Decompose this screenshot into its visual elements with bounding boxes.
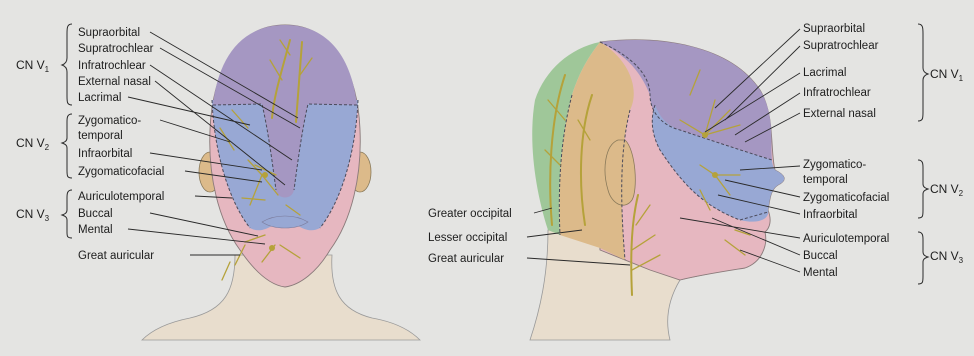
side-label-lesser-occipital: Lesser occipital [428,232,507,244]
side-nerve-node-1 [702,132,708,138]
front-label-mental: Mental [78,224,113,236]
side-label-temporal: temporal [803,174,848,186]
side-ear [605,140,635,205]
side-head [530,40,784,340]
side-brace-v2 [918,160,928,218]
side-label-lacrimal: Lacrimal [803,67,846,79]
side-label-greater-occipital: Greater occipital [428,208,512,220]
side-group-v2: CN V2 [930,182,964,198]
front-label-supraorbital: Supraorbital [78,27,140,39]
side-label-zygomaticofacial: Zygomaticofacial [803,192,889,204]
side-label-auriculotemporal: Auriculotemporal [803,233,889,245]
side-group-v3: CN V3 [930,249,964,265]
front-brace-v3 [62,190,72,238]
side-label-buccal: Buccal [803,250,838,262]
side-label-zygomatico: Zygomatico- [803,159,866,171]
side-group-v1: CN V1 [930,67,964,83]
front-brace-v2 [62,114,72,178]
front-group-v3: CN V3 [16,207,50,223]
side-label-mental: Mental [803,267,838,279]
front-group-v1: CN V1 [16,58,50,74]
side-label-supraorbital: Supraorbital [803,23,865,35]
front-label-buccal: Buccal [78,208,113,220]
front-label-zygomaticofacial: Zygomaticofacial [78,166,164,178]
front-label-zygomatico: Zygomatico- [78,115,141,127]
front-label-external-nasal: External nasal [78,76,151,88]
front-label-temporal: temporal [78,130,123,142]
front-head [142,25,420,340]
front-nerve-node-1 [262,172,268,178]
side-brace-v3 [918,232,928,284]
side-label-external-nasal: External nasal [803,108,876,120]
side-label-infraorbital: Infraorbital [803,209,857,221]
front-group-v2: CN V2 [16,136,50,152]
front-label-infraorbital: Infraorbital [78,148,132,160]
side-label-supratrochlear: Supratrochlear [803,40,879,52]
front-label-great-auricular: Great auricular [78,250,154,262]
side-label-great-auricular: Great auricular [428,253,504,265]
front-nerve-node-2 [269,245,275,251]
front-label-auriculotemporal: Auriculotemporal [78,191,164,203]
front-label-supratrochlear: Supratrochlear [78,43,154,55]
side-label-infratrochlear: Infratrochlear [803,87,871,99]
front-label-infratrochlear: Infratrochlear [78,60,146,72]
front-brace-v1 [62,24,72,105]
side-nerve-node-2 [712,172,718,178]
front-label-lacrimal: Lacrimal [78,92,121,104]
side-brace-v1 [918,24,928,121]
